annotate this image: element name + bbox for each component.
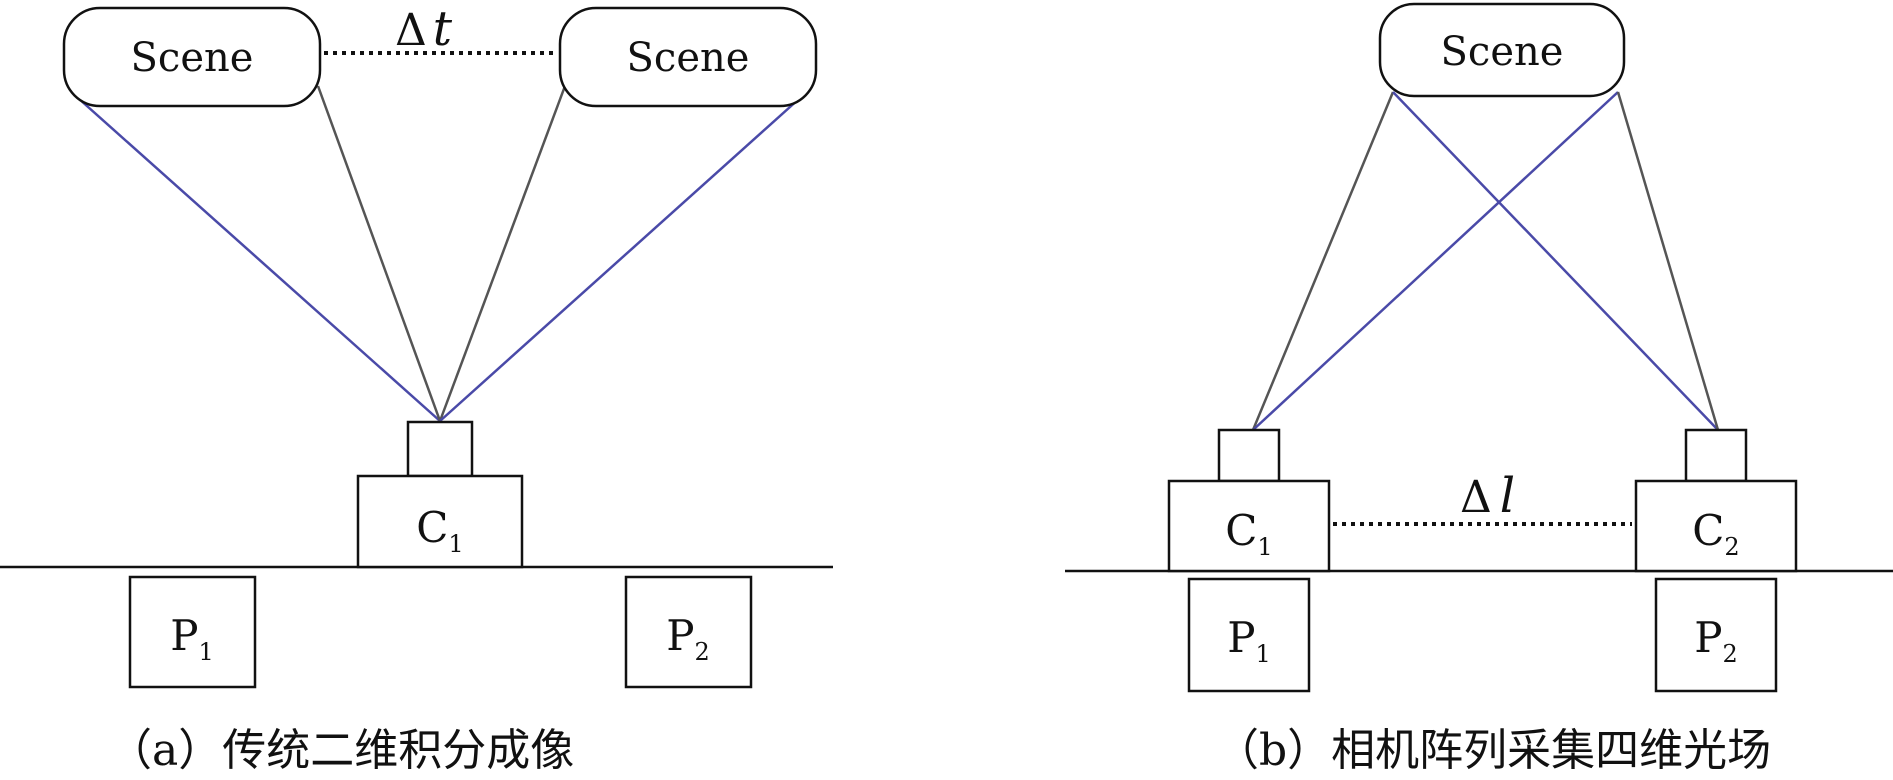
ray-a-left-outer [77, 97, 441, 422]
position-box-a-p1 [128, 575, 257, 689]
delta-variable-l: l [1500, 468, 1515, 524]
ray-a-right-inner [438, 85, 567, 422]
position-label-a-p2: P2 [666, 611, 710, 666]
scene-box-a-left [62, 6, 322, 108]
ray-a-left-inner [316, 85, 442, 422]
camera-lens-a [406, 420, 474, 478]
position-label-a-p1: P1 [170, 611, 214, 666]
camera-label-c1-a: C1 [416, 503, 463, 558]
ray-b-right-cross [1392, 91, 1719, 431]
ray-a-right-outer [439, 97, 801, 422]
caption-a: （a）传统二维积分成像 [108, 725, 574, 776]
ray-b-right-outer [1616, 91, 1720, 431]
camera-body-a [356, 474, 524, 569]
camera-lens-b-left [1217, 428, 1281, 483]
scene-label-b: Scene [1441, 29, 1564, 75]
caption-b: （b）相机阵列采集四维光场 [1215, 725, 1771, 776]
position-label-b-p1: P1 [1227, 613, 1271, 668]
delta-symbol: Δ [395, 5, 427, 56]
scene-label-a-left: Scene [131, 35, 254, 81]
position-box-b-p2 [1654, 577, 1778, 693]
camera-lens-b-right [1684, 428, 1748, 483]
ray-b-left-outer [1251, 91, 1395, 431]
delta-symbol-b: Δ [1460, 472, 1492, 523]
position-box-b-p1 [1187, 577, 1311, 693]
position-label-b-p2: P2 [1694, 613, 1738, 668]
scene-label-a-right: Scene [627, 35, 750, 81]
ray-b-left-cross [1252, 91, 1619, 431]
delta-variable-t: t [433, 1, 453, 57]
scene-box-b [1378, 2, 1626, 98]
scene-box-a-right [558, 6, 818, 108]
position-box-a-p2 [624, 575, 753, 689]
camera-label-c2-b: C2 [1692, 506, 1739, 561]
camera-body-b-left [1167, 479, 1331, 573]
camera-label-c1-b: C1 [1225, 506, 1272, 561]
camera-body-b-right [1634, 479, 1798, 573]
